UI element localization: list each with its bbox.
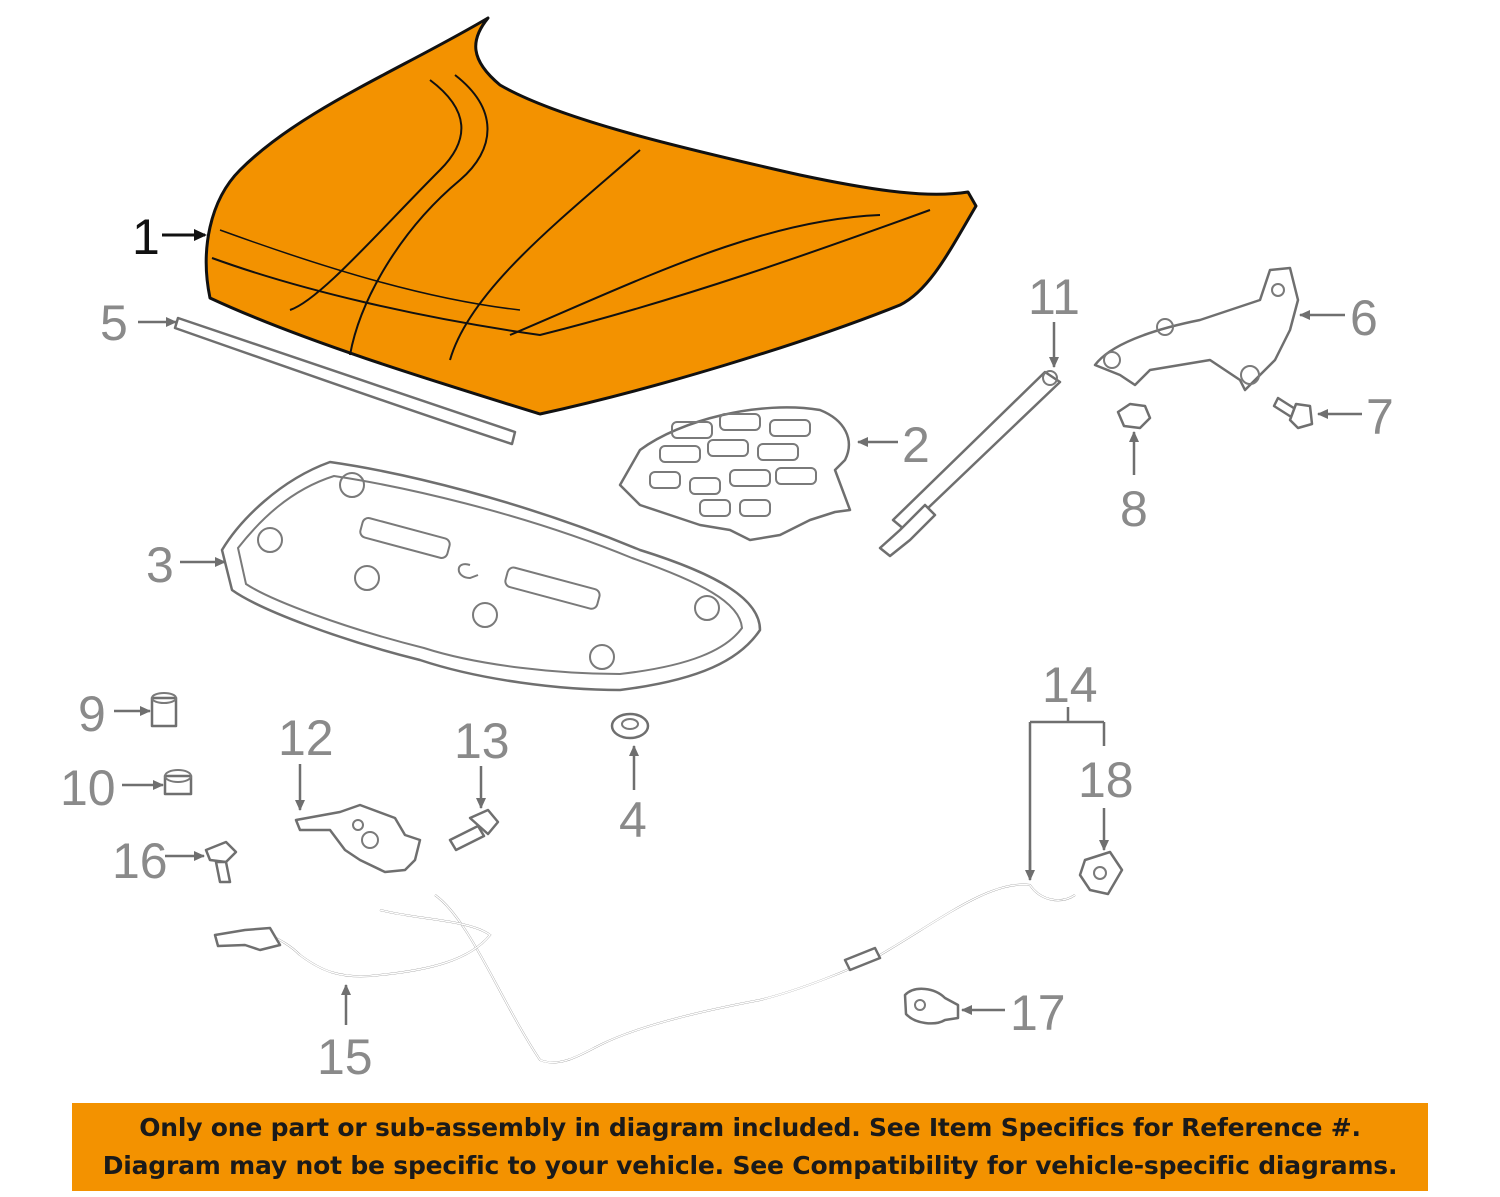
disclaimer-line-2: Diagram may not be specific to your vehi…	[102, 1151, 1398, 1180]
release-handle-part	[903, 987, 960, 1025]
callout-15: 15	[317, 1029, 373, 1085]
callout-5: 5	[100, 295, 128, 351]
release-cable-part	[434, 883, 1076, 1064]
callout-2: 2	[902, 417, 930, 473]
callout-16: 16	[112, 833, 168, 889]
cable-clip-part	[1078, 850, 1124, 896]
callout-7: 7	[1366, 389, 1394, 445]
bumper-9-part	[150, 692, 178, 728]
bumper-10-part	[163, 769, 193, 796]
bolt-16-part	[204, 840, 238, 884]
hood-bracket-part	[618, 406, 852, 542]
secondary-cable-part	[213, 909, 492, 978]
hood-part	[204, 16, 978, 416]
hood-seal-part	[173, 316, 517, 446]
hinge-nut-part	[1116, 402, 1152, 430]
hood-insulator-part	[220, 460, 762, 692]
callout-17: 17	[1010, 985, 1066, 1041]
callout-14: 14	[1042, 657, 1098, 713]
gas-strut-part	[878, 370, 1062, 558]
hinge-bolt-part	[1272, 396, 1314, 430]
bolt-13-part	[448, 808, 500, 852]
callout-10: 10	[60, 760, 116, 816]
callout-4: 4	[619, 792, 647, 848]
disclaimer-line-1: Only one part or sub-assembly in diagram…	[139, 1113, 1361, 1142]
callout-11: 11	[1028, 269, 1080, 325]
disclaimer-banner: Only one part or sub-assembly in diagram…	[72, 1103, 1428, 1191]
callout-8: 8	[1120, 481, 1148, 537]
callout-6: 6	[1350, 290, 1378, 346]
callout-13: 13	[454, 713, 510, 769]
callout-12: 12	[278, 710, 334, 766]
hood-latch-part	[294, 803, 422, 874]
grommet-part	[610, 712, 650, 740]
hood-hinge-part	[1093, 266, 1300, 392]
callout-18: 18	[1078, 752, 1134, 808]
callout-1: 1	[132, 209, 160, 265]
callout-9: 9	[78, 686, 106, 742]
leader-bracket-14	[1028, 707, 1106, 878]
parts-diagram: 1 2 3 4 5 6 7 8 9 10 11 12 13 14 15 16 1…	[60, 16, 1394, 1085]
callout-3: 3	[146, 537, 174, 593]
